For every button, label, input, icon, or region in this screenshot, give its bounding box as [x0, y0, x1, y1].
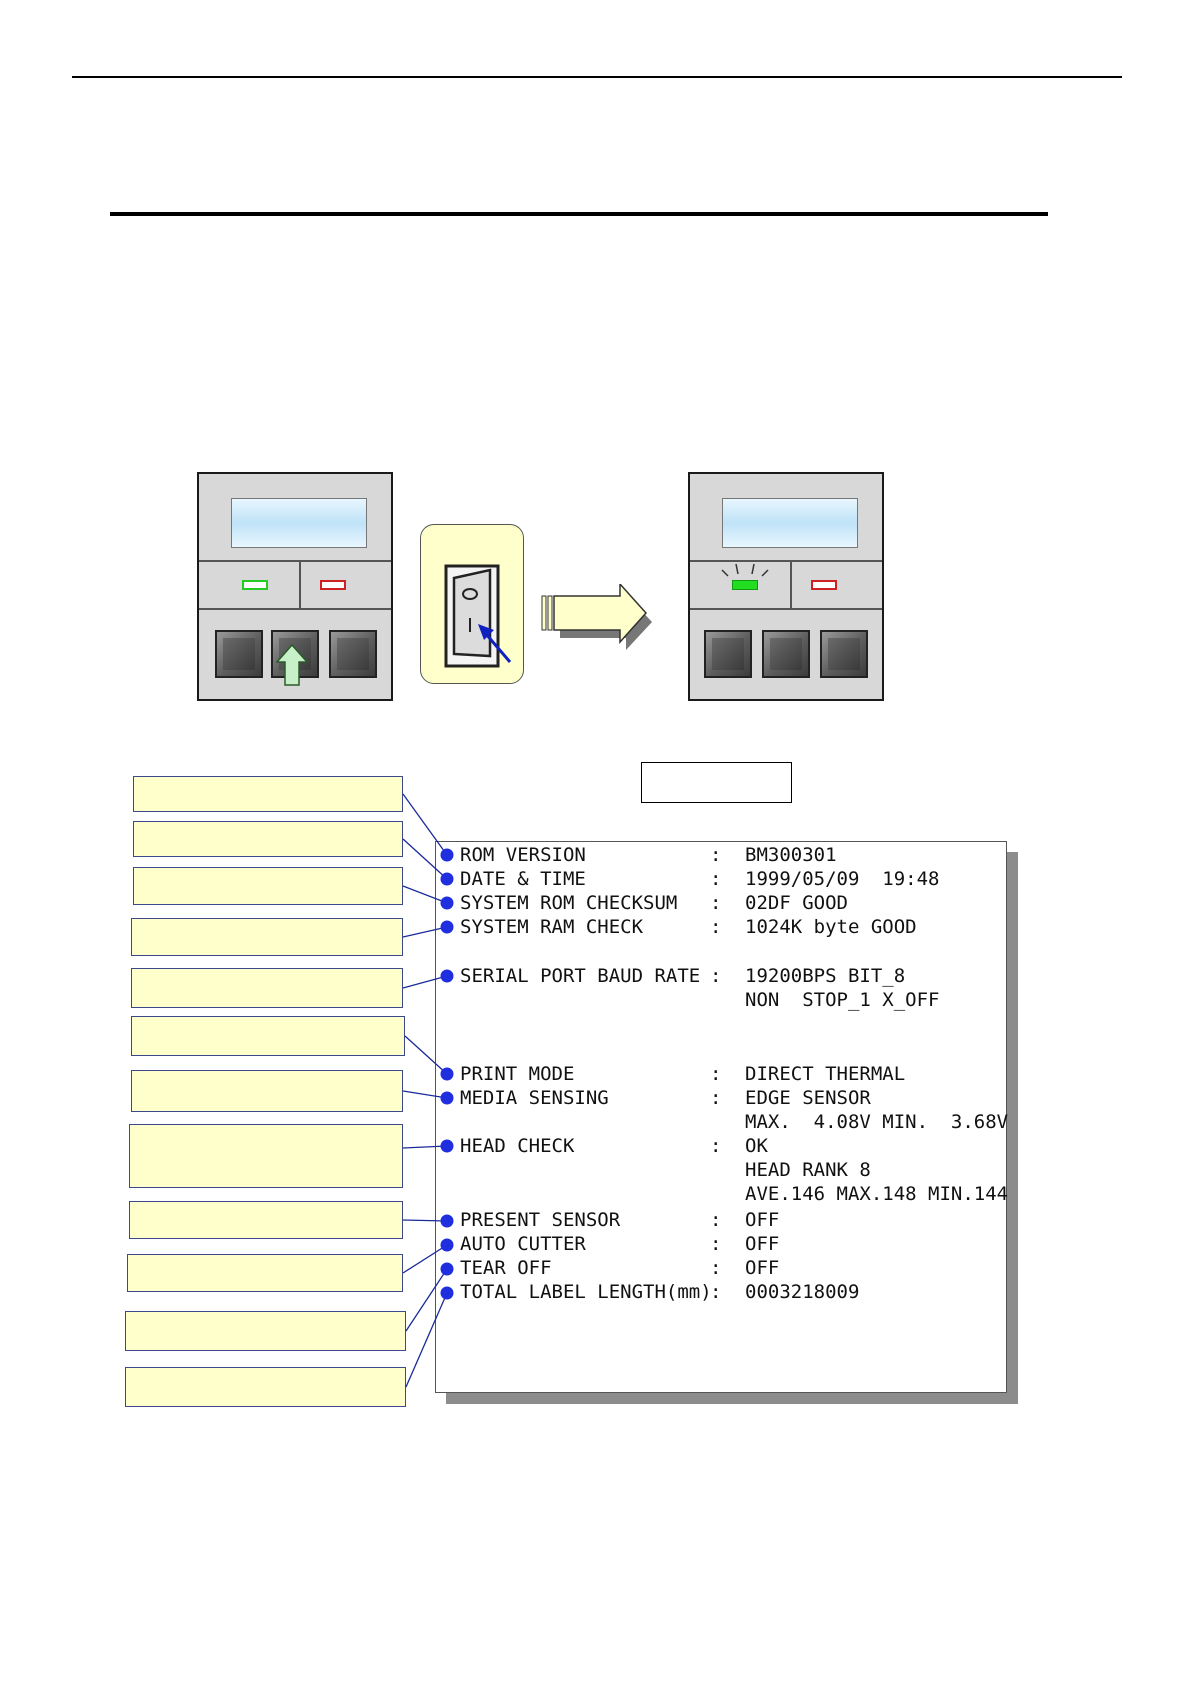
- row-label: AUTO CUTTER: [460, 1233, 586, 1255]
- led-glow-icon: [721, 563, 769, 577]
- printout-row: PRESENT SENSOR : OFF: [460, 1208, 779, 1304]
- row-label: MEDIA SENSING: [460, 1087, 609, 1109]
- callout-rom-version: [133, 776, 403, 812]
- row-label: DATE & TIME: [460, 868, 586, 890]
- callout-print-mode: [131, 1016, 405, 1056]
- panel-divider: [199, 608, 391, 610]
- callout-baud-rate: [131, 968, 403, 1008]
- row-label: SYSTEM RAM CHECK: [460, 916, 644, 938]
- row-separator: :: [710, 868, 722, 890]
- panel-divider: [690, 560, 882, 562]
- row-value: 1999/05/09 19:48: [745, 868, 940, 890]
- callout-date-time: [133, 821, 403, 857]
- printer-panel-after: [688, 472, 884, 701]
- printout-continuation: NON STOP_1 X_OFF: [745, 989, 940, 1011]
- row-value: 1024K byte GOOD: [745, 916, 917, 938]
- panel-key-left[interactable]: [215, 630, 263, 678]
- callout-tear-off: [125, 1311, 406, 1351]
- row-label: ROM VERSION: [460, 844, 586, 866]
- row-separator: :: [710, 1257, 722, 1279]
- row-label: TEAR OFF: [460, 1257, 552, 1279]
- printout-row: HEAD CHECK : OK: [460, 1134, 768, 1230]
- power-switch-icon: [444, 564, 512, 668]
- panel-divider: [199, 560, 391, 562]
- printout-continuation: HEAD RANK 8: [745, 1159, 871, 1181]
- row-value: 02DF GOOD: [745, 892, 848, 914]
- row-value: OFF: [745, 1233, 780, 1255]
- callout-ram-check: [131, 918, 403, 956]
- row-label: SERIAL PORT BAUD RATE: [460, 965, 701, 987]
- panel-key-middle[interactable]: [762, 630, 810, 678]
- error-led: [320, 580, 346, 590]
- power-switch-box: [420, 524, 524, 684]
- printout-row: AUTO CUTTER : OFF: [460, 1232, 779, 1328]
- callout-total-length: [125, 1367, 406, 1407]
- printout-row: MEDIA SENSING : EDGE SENSOR: [460, 1086, 871, 1182]
- printout-continuation: MAX. 4.08V MIN. 3.68V: [745, 1111, 1009, 1133]
- callout-rom-checksum: [133, 867, 403, 905]
- row-label: HEAD CHECK: [460, 1135, 575, 1157]
- lcd-display: [231, 498, 367, 548]
- panel-key-right[interactable]: [820, 630, 868, 678]
- online-led: [242, 580, 268, 590]
- section-rule: [110, 212, 1048, 216]
- row-value: OFF: [745, 1209, 780, 1231]
- row-label: PRINT MODE: [460, 1063, 575, 1085]
- printout-row: ROM VERSION : BM300301: [460, 843, 837, 939]
- row-value: 0003218009: [745, 1281, 860, 1303]
- row-separator: :: [710, 1135, 722, 1157]
- row-separator: :: [710, 1209, 722, 1231]
- panel-key-right[interactable]: [329, 630, 377, 678]
- row-separator: :: [710, 892, 722, 914]
- printout-row: TEAR OFF : OFF: [460, 1256, 779, 1352]
- row-value: BM300301: [745, 844, 837, 866]
- online-led: [732, 580, 758, 590]
- printout-row: PRINT MODE : DIRECT THERMAL: [460, 1062, 905, 1158]
- printout-row: SYSTEM RAM CHECK : 1024K byte GOOD: [460, 915, 917, 1011]
- row-value: OK: [745, 1135, 768, 1157]
- printout-row: TOTAL LABEL LENGTH(mm) : 0003218009: [460, 1280, 859, 1376]
- row-separator: :: [710, 1087, 722, 1109]
- row-value: EDGE SENSOR: [745, 1087, 871, 1109]
- panel-divider: [790, 560, 792, 608]
- row-value: DIRECT THERMAL: [745, 1063, 906, 1085]
- row-value: 19200BPS BIT_8: [745, 965, 906, 987]
- callout-present-sensor: [129, 1201, 403, 1239]
- right-arrow-icon: [541, 584, 652, 650]
- printout-row: DATE & TIME : 1999/05/09 19:48: [460, 867, 939, 963]
- row-label: SYSTEM ROM CHECKSUM: [460, 892, 678, 914]
- row-separator: :: [710, 1233, 722, 1255]
- callout-media-sensing: [131, 1070, 403, 1112]
- panel-divider: [299, 560, 301, 608]
- row-label: PRESENT SENSOR: [460, 1209, 621, 1231]
- up-arrow-icon: [276, 644, 308, 686]
- panel-divider: [690, 608, 882, 610]
- printout-title-box: [641, 762, 792, 803]
- row-value: OFF: [745, 1257, 780, 1279]
- error-led: [811, 580, 837, 590]
- row-separator: :: [710, 844, 722, 866]
- row-separator: :: [710, 1063, 722, 1085]
- row-separator: :: [710, 965, 722, 987]
- printout-row: SERIAL PORT BAUD RATE : 19200BPS BIT_8: [460, 964, 905, 1060]
- callout-auto-cutter: [127, 1254, 403, 1292]
- printout-continuation: AVE.146 MAX.148 MIN.144: [745, 1183, 1009, 1205]
- row-separator: :: [710, 1281, 722, 1303]
- lcd-display: [722, 498, 858, 548]
- row-separator: :: [710, 916, 722, 938]
- panel-key-left[interactable]: [704, 630, 752, 678]
- printout-row: SYSTEM ROM CHECKSUM : 02DF GOOD: [460, 891, 848, 987]
- self-test-printout: [435, 841, 1007, 1393]
- callout-head-check: [129, 1124, 403, 1188]
- row-label: TOTAL LABEL LENGTH(mm): [460, 1281, 712, 1303]
- header-rule: [72, 76, 1122, 78]
